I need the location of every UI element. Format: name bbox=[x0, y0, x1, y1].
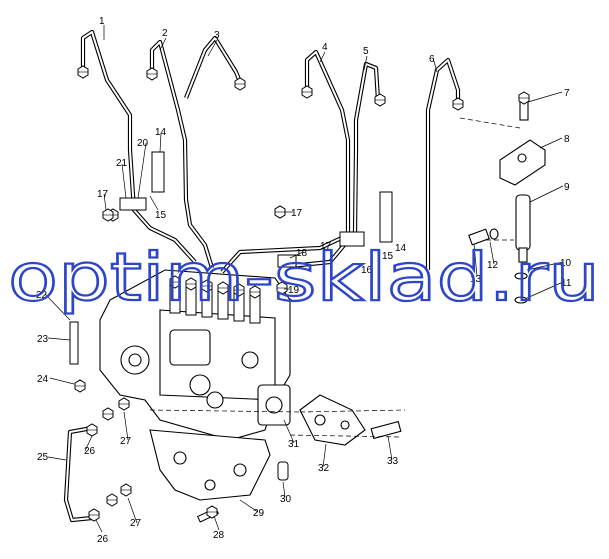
callout-17-left: 17 bbox=[97, 189, 109, 200]
callout-14-right: 14 bbox=[395, 243, 407, 254]
callout-26-upper: 26 bbox=[84, 446, 96, 457]
callout-1: 1 bbox=[99, 16, 105, 27]
callout-32: 32 bbox=[318, 463, 330, 474]
flange-and-sensor bbox=[299, 394, 402, 446]
callout-14-left: 14 bbox=[155, 127, 167, 138]
callout-11: 11 bbox=[561, 278, 572, 289]
callout-31: 31 bbox=[288, 439, 300, 450]
callout-5: 5 bbox=[363, 46, 369, 57]
callout-27-lower: 27 bbox=[130, 518, 142, 529]
callout-27-upper: 27 bbox=[120, 436, 132, 447]
bracket-bolt bbox=[197, 461, 289, 523]
callout-12: 12 bbox=[487, 260, 499, 271]
callout-19: 19 bbox=[288, 285, 300, 296]
leader-lines bbox=[44, 25, 564, 533]
bolt-23 bbox=[69, 321, 79, 365]
callout-25: 25 bbox=[37, 452, 49, 463]
watermark-text: optim-sklad.ru bbox=[8, 239, 600, 316]
assembly-guide-lines bbox=[149, 117, 521, 438]
callout-28: 28 bbox=[213, 530, 225, 541]
callout-22: 22 bbox=[36, 290, 48, 301]
callout-17-mid: 17 bbox=[291, 208, 303, 219]
callout-29: 29 bbox=[253, 508, 265, 519]
callout-26-lower: 26 bbox=[97, 534, 109, 545]
injection-pipes bbox=[80, 29, 461, 274]
injector-assembly bbox=[468, 91, 546, 304]
pipe-clamps bbox=[119, 151, 393, 268]
callout-24: 24 bbox=[37, 374, 49, 385]
callout-15-right: 15 bbox=[382, 251, 394, 262]
callout-7: 7 bbox=[564, 88, 570, 99]
callout-23: 23 bbox=[37, 334, 49, 345]
callout-4: 4 bbox=[322, 42, 328, 53]
pump-bracket bbox=[149, 429, 271, 501]
callout-10: 10 bbox=[560, 258, 572, 269]
callout-17-right: 17 bbox=[320, 241, 332, 252]
callout-20: 20 bbox=[137, 138, 149, 149]
callout-13: 13 bbox=[470, 274, 482, 285]
callout-16: 16 bbox=[361, 265, 373, 276]
callout-9: 9 bbox=[564, 182, 570, 193]
callout-30: 30 bbox=[280, 494, 292, 505]
callout-21: 21 bbox=[116, 158, 128, 169]
callout-6: 6 bbox=[429, 54, 435, 65]
callout-2: 2 bbox=[162, 28, 168, 39]
delivery-valve-holders bbox=[169, 275, 261, 324]
callout-labels: 1 2 3 4 5 6 7 8 9 10 11 12 13 14 14 15 1… bbox=[36, 16, 572, 545]
callout-15-left: 15 bbox=[155, 210, 167, 221]
callout-8: 8 bbox=[564, 134, 570, 145]
callout-18: 18 bbox=[296, 248, 308, 259]
callout-3: 3 bbox=[214, 30, 220, 41]
callout-33: 33 bbox=[387, 456, 399, 467]
